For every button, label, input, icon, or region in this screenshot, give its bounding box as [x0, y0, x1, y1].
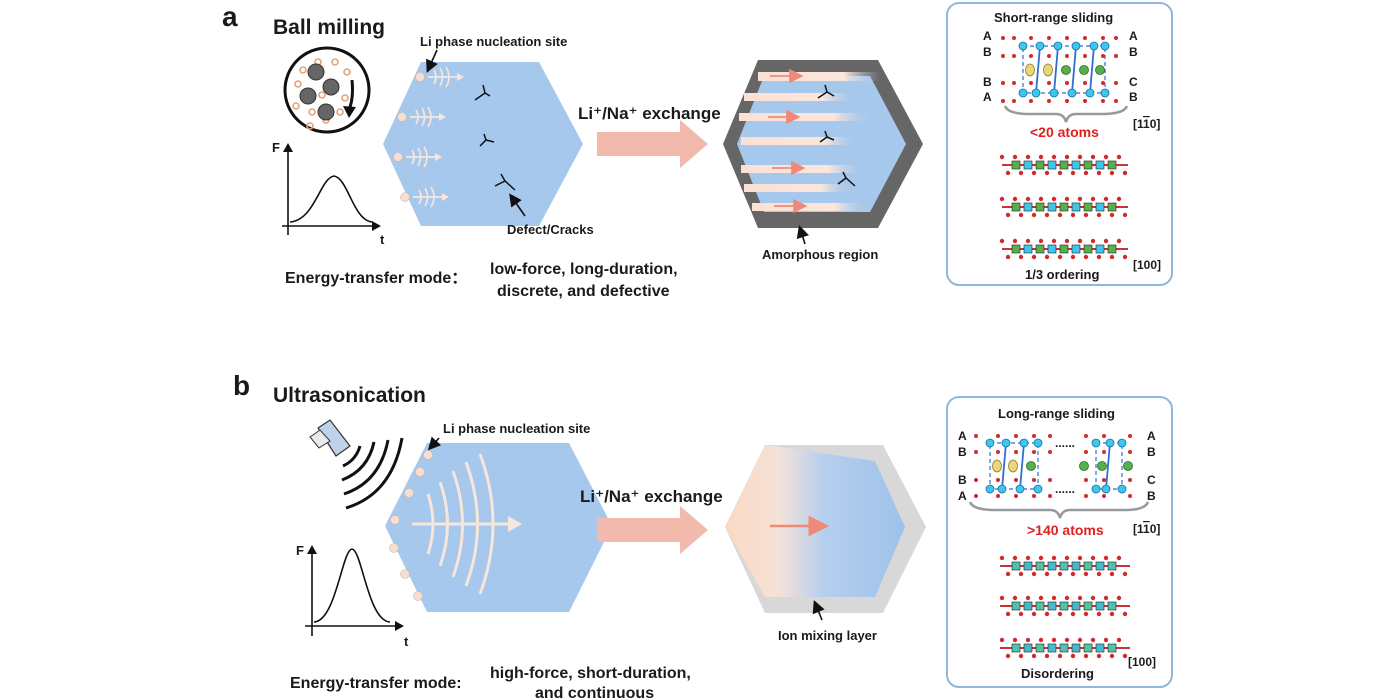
mode-line1-a: low-force, long-duration,: [490, 261, 678, 278]
direction-bottom-a: [100]: [1133, 258, 1161, 272]
result-label-b: Ion mixing layer: [778, 628, 877, 643]
crystal-core-b: [725, 445, 905, 597]
mode-line2-a: discrete, and defective: [497, 283, 670, 300]
ball-mill-jar-icon: [283, 46, 371, 134]
direction-top-a: [110]: [1133, 117, 1160, 131]
ordering-label-b: Disordering: [1021, 666, 1094, 681]
lattice-sliding-b: [968, 434, 1150, 519]
box-title-a: Short-range sliding: [994, 10, 1113, 25]
nucleation-label-b: Li phase nucleation site: [443, 421, 590, 436]
ultrasonic-horn-icon: [309, 419, 404, 510]
stack-left-4-b: A: [958, 489, 967, 503]
nucleation-label-a: Li phase nucleation site: [420, 34, 567, 49]
stack-left-2-a: B: [983, 45, 992, 59]
panel-a-title: Ball milling: [273, 16, 385, 39]
mode-line2-b: and continuous: [535, 685, 654, 700]
stack-right-1-b: A: [1147, 429, 1156, 443]
layer-ordering-a: [998, 154, 1129, 261]
axis-f-label-a: F: [272, 140, 280, 155]
force-time-graph-b: F t: [296, 543, 409, 649]
panel-b: b Ultrasonication F t: [233, 370, 1173, 700]
layer-disordering-b: [998, 555, 1131, 660]
panel-a-letter: a: [222, 1, 238, 32]
nucleation-waves-b: [389, 450, 522, 601]
exchange-label-b: Li⁺/Na⁺ exchange: [580, 487, 723, 506]
nucleation-waves-a: [393, 66, 464, 208]
panel-b-title: Ultrasonication: [273, 384, 426, 407]
stack-left-4-a: A: [983, 90, 992, 104]
exchange-stripes-a: [739, 68, 880, 214]
stack-right-3-b: C: [1147, 473, 1156, 487]
stack-left-1-a: A: [983, 29, 992, 43]
ellipsis-top-b: ......: [1055, 436, 1075, 450]
defect-label-a: Defect/Cracks: [507, 222, 594, 237]
exchange-label-a: Li⁺/Na⁺ exchange: [578, 104, 721, 123]
stack-right-1-a: A: [1129, 29, 1138, 43]
box-title-b: Long-range sliding: [998, 406, 1115, 421]
stack-left-1-b: A: [958, 429, 967, 443]
mode-label-a: Energy-transfer mode：: [285, 270, 467, 287]
atoms-label-a: <20 atoms: [1030, 124, 1099, 140]
direction-bottom-b: [100]: [1128, 655, 1156, 669]
force-time-graph-a: F t: [272, 140, 385, 247]
ordering-label-a: 1/3 ordering: [1025, 267, 1099, 282]
axis-t-label-a: t: [380, 232, 385, 247]
stack-right-2-a: B: [1129, 45, 1138, 59]
direction-top-b: [110]: [1133, 522, 1160, 536]
axis-t-label-b: t: [404, 634, 409, 649]
stack-right-3-a: C: [1129, 75, 1138, 89]
atoms-label-b: >140 atoms: [1027, 522, 1104, 538]
stack-right-4-b: B: [1147, 489, 1156, 503]
stack-right-4-a: B: [1129, 90, 1138, 104]
stack-left-3-a: B: [983, 75, 992, 89]
stack-left-3-b: B: [958, 473, 967, 487]
mode-line1-b: high-force, short-duration,: [490, 665, 691, 682]
lattice-sliding-a: [1001, 36, 1129, 123]
exchange-arrow-b: [597, 506, 708, 554]
panel-b-letter: b: [233, 370, 250, 401]
panel-a: a Ball milling F: [222, 1, 1173, 300]
axis-f-label-b: F: [296, 543, 304, 558]
ellipsis-bottom-b: ......: [1055, 482, 1075, 496]
result-label-a: Amorphous region: [762, 247, 878, 262]
stack-right-2-b: B: [1147, 445, 1156, 459]
mode-label-b: Energy-transfer mode:: [290, 675, 462, 692]
exchange-arrow-a: [597, 120, 708, 168]
stack-left-2-b: B: [958, 445, 967, 459]
structure-box-a: [946, 2, 1173, 286]
defect-cracks-a: [474, 84, 516, 191]
